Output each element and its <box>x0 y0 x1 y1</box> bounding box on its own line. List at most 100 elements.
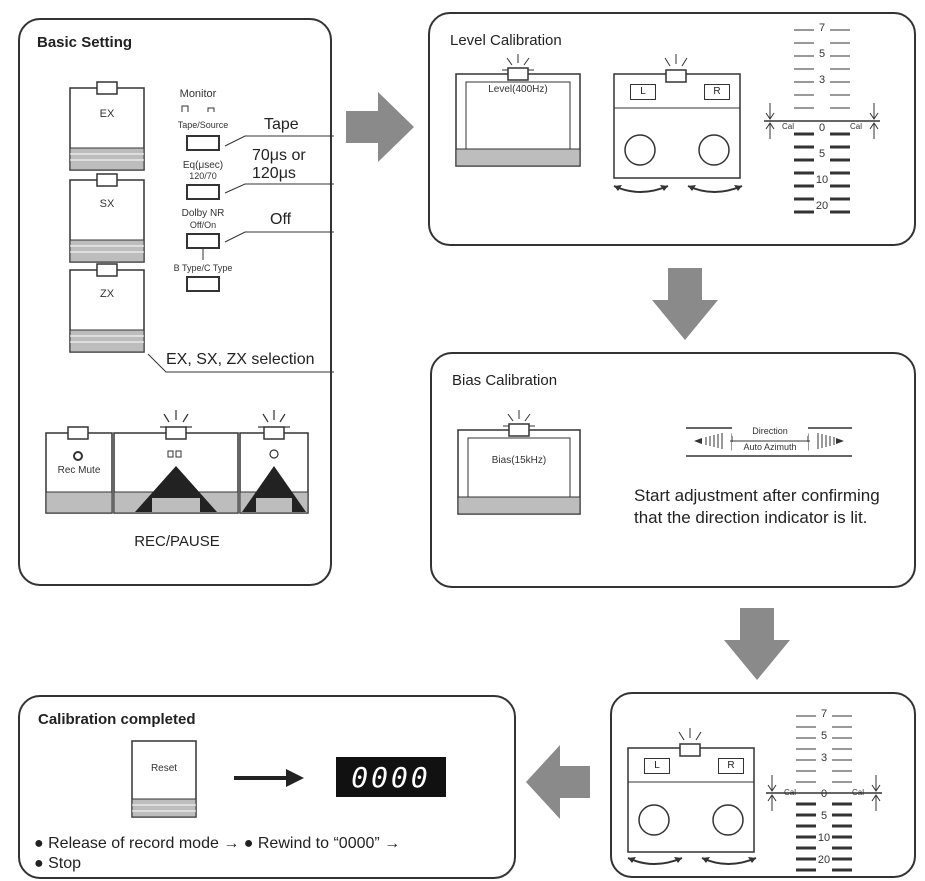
meter-bottom-5: 5 <box>818 148 826 160</box>
meter-top-5: 5 <box>820 730 828 742</box>
meter-cal-arrow-icon <box>765 103 775 120</box>
meter-cal-left: Cal <box>781 122 794 131</box>
selection-callout: EX, SX, ZX selection <box>166 351 315 368</box>
final-adjust-panel: L R 7 5 3 Cal 0 Cal 5 10 20 <box>610 692 916 878</box>
completed-steps-line2: ● Stop <box>34 855 81 873</box>
panel-title: Calibration completed <box>38 711 196 728</box>
meter-bottom-10: 10 <box>817 832 831 844</box>
bias-card[interactable] <box>457 410 581 515</box>
dolby-nr-label: Dolby NR <box>181 208 225 219</box>
rec-mute-label: Rec Mute <box>57 465 101 476</box>
level-calibration-panel: Level Calibration Level(400Hz) L R 7 5 3… <box>428 12 916 246</box>
step-arrow: → ● <box>218 835 258 852</box>
ex-card-label: EX <box>99 108 115 120</box>
arrow-right-icon <box>346 92 414 162</box>
counter-display-background <box>336 757 446 797</box>
eq-callout-line1: 70μs or <box>252 147 306 164</box>
calibration-completed-panel: Calibration completed Reset 0000 ● Relea… <box>18 695 516 879</box>
right-channel-label: R <box>718 758 744 774</box>
tape-callout: Tape <box>264 116 299 133</box>
bias-drawing <box>457 410 852 515</box>
eq-button[interactable] <box>186 184 220 200</box>
bias-calibration-panel: Bias Calibration Bias(15kHz) Direction A… <box>430 352 916 588</box>
arrow-left-icon <box>526 745 590 819</box>
meter-cal-arrow-icon <box>765 122 775 139</box>
ex-card[interactable] <box>69 81 145 171</box>
dolby-callout-line <box>224 231 334 243</box>
direction-label: Direction <box>732 426 808 436</box>
bias-card-label: Bias(15kHz) <box>491 455 547 466</box>
meter-cal-arrow-icon <box>869 103 879 120</box>
sx-card[interactable] <box>69 173 145 263</box>
bc-type-button[interactable] <box>186 276 220 292</box>
meter-top-3: 3 <box>818 74 826 86</box>
arrow-right-icon <box>234 769 304 787</box>
auto-azimuth-label: Auto Azimuth <box>732 442 808 452</box>
basic-setting-panel: Basic Setting <box>18 18 334 586</box>
meter-cal-arrow-icon <box>767 775 777 792</box>
reset-label: Reset <box>150 763 178 774</box>
meter-cal-arrow-icon <box>871 775 881 792</box>
counter-display: 0000 <box>351 761 431 794</box>
meter-cal-left: Cal <box>783 788 796 797</box>
step-release: Release of record mode <box>48 835 219 852</box>
right-channel-label: R <box>704 84 730 100</box>
step-rewind: Rewind to “0000” <box>257 835 380 852</box>
tape-source-label: Tape/Source <box>177 120 229 130</box>
dolby-callout: Off <box>270 211 292 228</box>
meter-bottom-5: 5 <box>820 810 828 822</box>
meter-zero: 0 <box>820 788 828 800</box>
arrow-down-icon-2 <box>724 608 790 680</box>
final-meter <box>766 715 882 872</box>
pause-key[interactable] <box>239 410 309 514</box>
meter-zero: 0 <box>818 122 826 134</box>
rec-mute-key[interactable] <box>45 426 113 514</box>
eq-label: Eq(μsec) <box>182 160 224 171</box>
eq-callout-line <box>224 183 334 194</box>
tape-source-button[interactable] <box>186 135 220 151</box>
meter-cal-right: Cal <box>849 122 862 131</box>
bias-note-line2: that the direction indicator is lit. <box>634 508 868 527</box>
panel-title: Basic Setting <box>37 34 133 51</box>
meter-top-7: 7 <box>818 22 826 34</box>
sx-card-label: SX <box>99 198 115 210</box>
rec-key[interactable] <box>113 410 239 514</box>
level-meter <box>764 29 880 214</box>
completed-drawing <box>131 740 446 818</box>
zx-card-label: ZX <box>99 288 115 300</box>
step-stop: Stop <box>48 855 82 872</box>
meter-bottom-20: 20 <box>817 854 831 866</box>
meter-cal-right: Cal <box>851 788 864 797</box>
completed-steps-line1: ● Release of record mode → ● Rewind to “… <box>34 835 400 853</box>
level-drawing <box>455 29 880 214</box>
meter-bottom-20: 20 <box>815 200 829 212</box>
selection-callout-line <box>147 353 334 373</box>
final-drawing <box>627 715 882 872</box>
bullet: ● <box>34 855 49 872</box>
panel-title: Bias Calibration <box>452 372 558 389</box>
meter-top-5: 5 <box>818 48 826 60</box>
dolby-values-label: Off/On <box>189 220 217 230</box>
final-adjust-knobs[interactable] <box>627 728 757 865</box>
bc-type-label: B Type/C Type <box>173 263 233 273</box>
zx-card[interactable] <box>69 263 145 353</box>
level-adjust-knobs[interactable] <box>613 54 743 193</box>
reset-button[interactable] <box>131 740 197 818</box>
eq-callout-line2: 120μs <box>252 165 296 182</box>
meter-top-7: 7 <box>820 708 828 720</box>
meter-cal-arrow-icon <box>871 794 881 811</box>
panel-title: Level Calibration <box>450 32 562 49</box>
monitor-label: Monitor <box>179 88 217 100</box>
basic-setting-drawing <box>45 81 334 514</box>
left-channel-label: L <box>630 84 656 100</box>
tape-callout-line <box>224 135 334 147</box>
left-channel-label: L <box>644 758 670 774</box>
level-card-label: Level(400Hz) <box>488 84 548 95</box>
meter-cal-arrow-icon <box>767 794 777 811</box>
rec-pause-label: REC/PAUSE <box>134 533 220 550</box>
meter-cal-arrow-icon <box>869 122 879 139</box>
monitor-indicator-icons <box>181 105 215 112</box>
level-card[interactable] <box>455 54 581 167</box>
meter-bottom-10: 10 <box>815 174 829 186</box>
